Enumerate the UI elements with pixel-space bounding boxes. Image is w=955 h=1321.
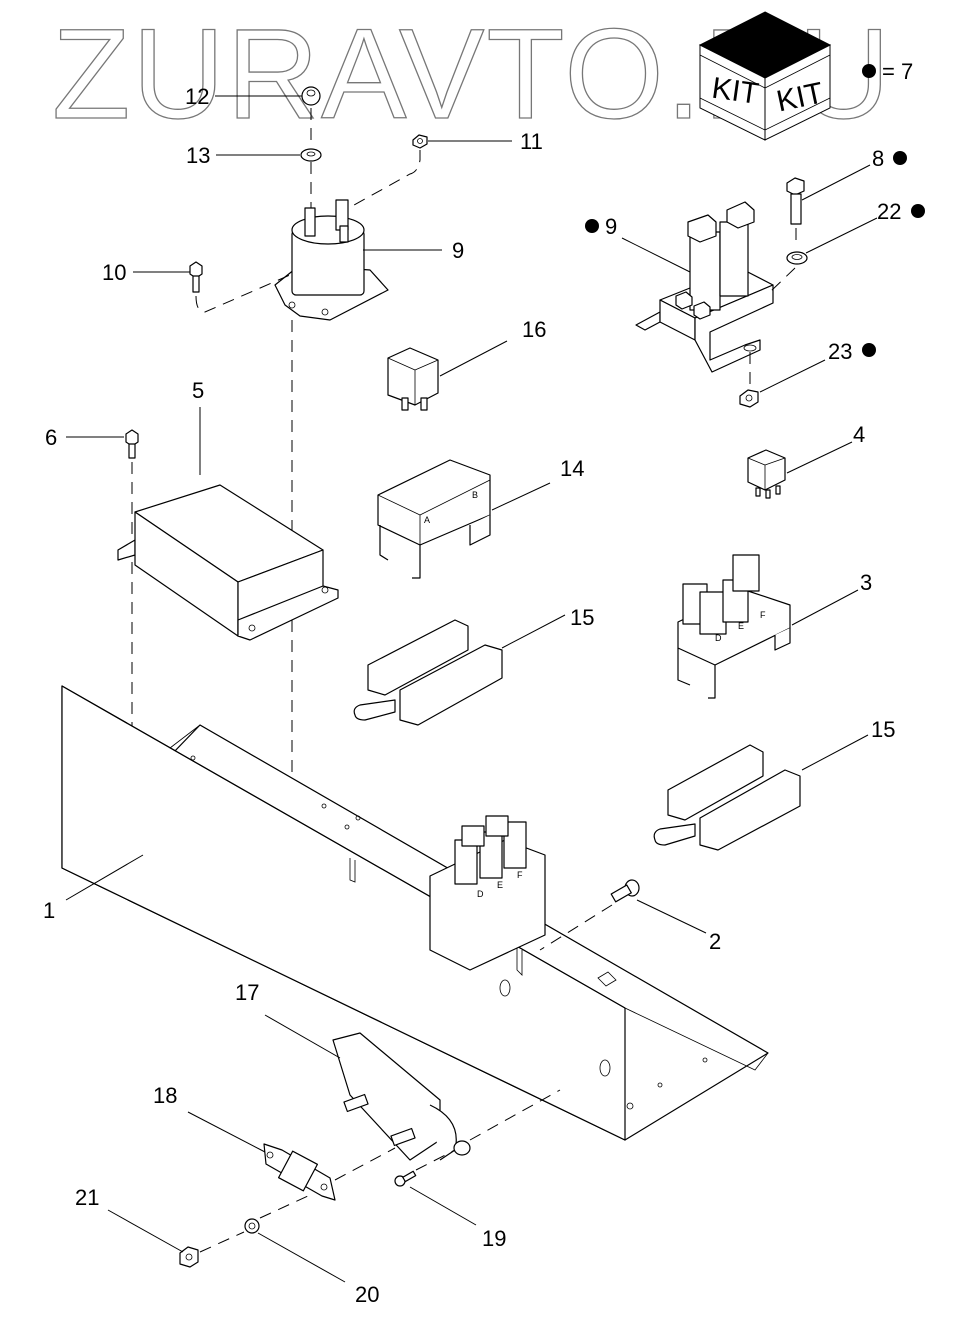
part-6-bolt (125, 429, 139, 459)
part-1-mounting-bracket: D E F (61, 685, 769, 1141)
callout-14: 14 (560, 456, 584, 481)
callout-4: 4 (853, 422, 865, 447)
part-12-nut (301, 86, 321, 106)
socket-14-letter-a: A (424, 515, 430, 525)
part-16-relay (387, 347, 439, 411)
part-20-star-washer (244, 1218, 260, 1234)
callout-13: 13 (186, 143, 210, 168)
callout-10: 10 (102, 260, 126, 285)
callout-20: 20 (355, 1282, 379, 1307)
kit-bullet-23-icon (862, 343, 876, 357)
part-22-washer (786, 251, 808, 265)
socket-3-letter-e: E (738, 621, 744, 631)
callout-21: 21 (75, 1185, 99, 1210)
part-3-relay-socket: D E F (677, 554, 791, 699)
callout-leaders (65, 95, 878, 1283)
part-23-nut (739, 389, 759, 408)
part-10-bolt (189, 261, 203, 293)
callout-2: 2 (709, 929, 721, 954)
part-15-fuse-holder-lower (653, 744, 801, 851)
part-8-bolt (786, 177, 805, 225)
socket-14-letter-b: B (472, 490, 478, 500)
callout-3: 3 (860, 570, 872, 595)
callout-16: 16 (522, 317, 546, 342)
mounted-socket-letter-d: D (477, 889, 484, 899)
callout-15-lower: 15 (871, 717, 895, 742)
callout-5: 5 (192, 378, 204, 403)
part-13-lock-washer (300, 148, 322, 162)
kit-bullet-9-icon (585, 219, 599, 233)
kit-bullet-8-icon (893, 151, 907, 165)
callout-6: 6 (45, 425, 57, 450)
socket-3-letter-f: F (760, 610, 766, 620)
callout-9-kit: 9 (605, 214, 617, 239)
callout-9: 9 (452, 238, 464, 263)
callout-11: 11 (520, 129, 543, 154)
callout-22: 22 (877, 199, 901, 224)
callout-15-upper: 15 (570, 605, 594, 630)
kit-legend-text: = 7 (882, 59, 913, 84)
kit-cube-icon: KIT KIT (698, 11, 832, 141)
callout-18: 18 (153, 1083, 177, 1108)
part-15-fuse-holder-upper (353, 619, 503, 726)
callout-19: 19 (482, 1226, 506, 1251)
part-4-mini-relay (747, 449, 786, 499)
callout-1: 1 (43, 898, 55, 923)
part-9-solenoid (274, 199, 389, 321)
mounted-socket-letter-e: E (497, 880, 503, 890)
part-5-module-box (117, 484, 339, 641)
part-9-kit-solenoid (635, 201, 774, 373)
part-17-circuit-breaker (332, 1032, 471, 1161)
part-2-screw (610, 879, 640, 903)
socket-3-letter-d: D (715, 633, 722, 643)
callout-8: 8 (872, 146, 884, 171)
kit-bullet-icon (862, 64, 876, 78)
part-14-relay-socket: A B (377, 459, 491, 579)
callout-17: 17 (235, 980, 259, 1005)
kit-label-left: KIT (710, 72, 761, 111)
part-18-fuse (263, 1143, 336, 1201)
part-21-nut (179, 1246, 199, 1268)
callout-12: 12 (185, 84, 209, 109)
part-19-screw (394, 1170, 417, 1187)
callout-labels: 12 13 11 9 10 16 6 5 14 15 9 8 22 23 4 3… (43, 84, 925, 1307)
part-11-nut (412, 134, 428, 149)
mounted-socket-letter-f: F (517, 870, 523, 880)
kit-bullet-22-icon (911, 204, 925, 218)
callout-23: 23 (828, 339, 852, 364)
